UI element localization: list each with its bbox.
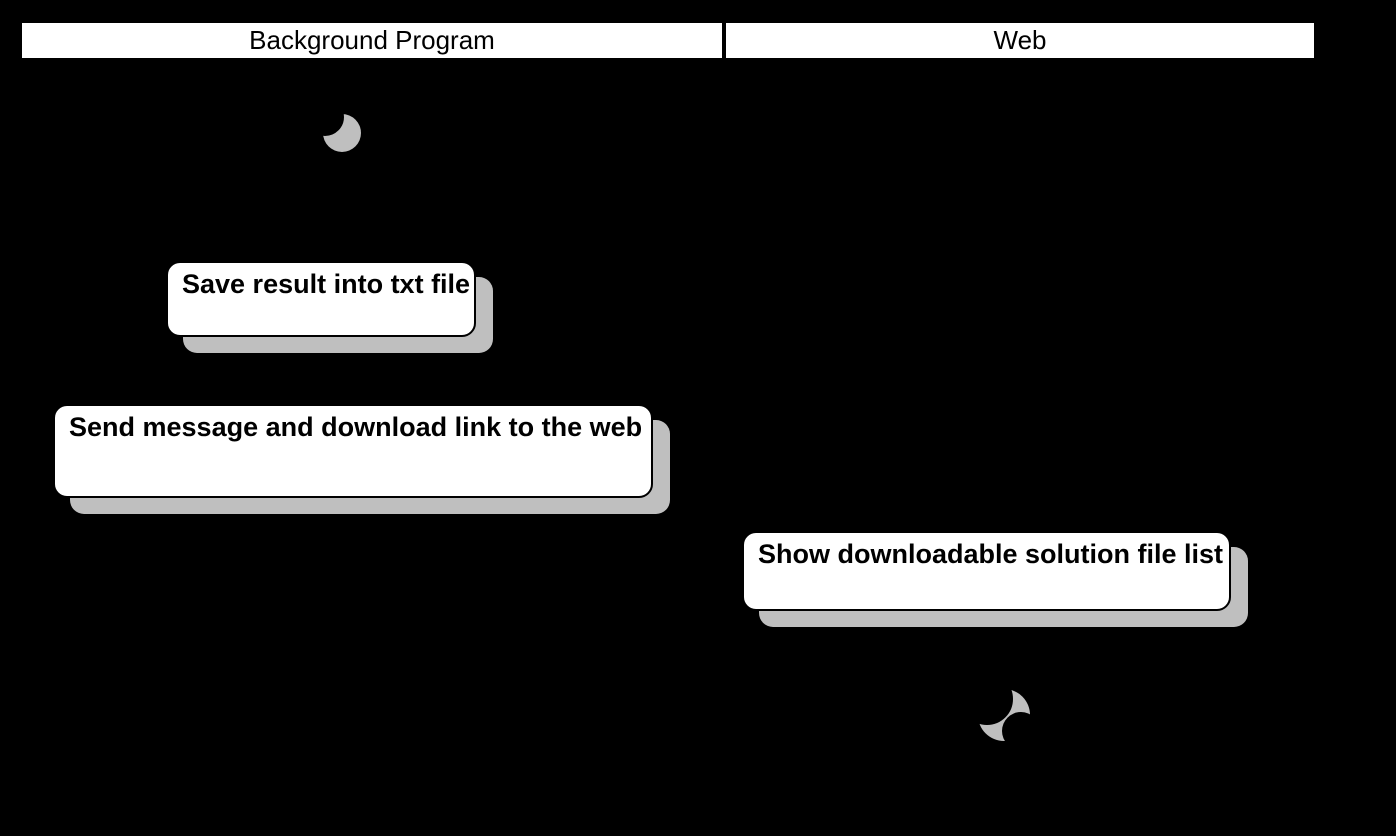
activity-label-save-result: Save result into txt file [182, 269, 471, 299]
activity-save-result-into-txt-file[interactable]: Save result into txt file [166, 261, 493, 353]
activity-label-send-message: Send message and download link to the we… [69, 412, 643, 442]
start-node[interactable] [306, 98, 361, 152]
edge-show-file-list-to-end [969, 611, 971, 673]
swimlane-header-web[interactable]: Web [725, 22, 1315, 59]
activity-box [742, 531, 1231, 611]
edge-save-result-to-send-message [324, 337, 326, 404]
edge-send-message-to-show-file-list [486, 498, 488, 531]
activity-box [166, 261, 476, 337]
end-node-shadow-cut [1002, 712, 1040, 750]
activity-send-message-and-download-link[interactable]: Send message and download link to the we… [53, 404, 670, 514]
end-node[interactable] [961, 673, 1040, 750]
activity-box [53, 404, 653, 498]
end-node-inner-circle [968, 680, 1006, 718]
swimlane-header-background-program[interactable]: Background Program [21, 22, 723, 59]
activity-label-show-file-list: Show downloadable solution file list [758, 539, 1224, 569]
swimlane-title-web: Web [993, 24, 1047, 55]
swimlane-title-background-program: Background Program [249, 24, 495, 55]
edge-start-to-save-result [324, 136, 326, 261]
start-node-disc [306, 98, 344, 136]
activity-show-downloadable-solution-file-list[interactable]: Show downloadable solution file list [742, 531, 1248, 627]
